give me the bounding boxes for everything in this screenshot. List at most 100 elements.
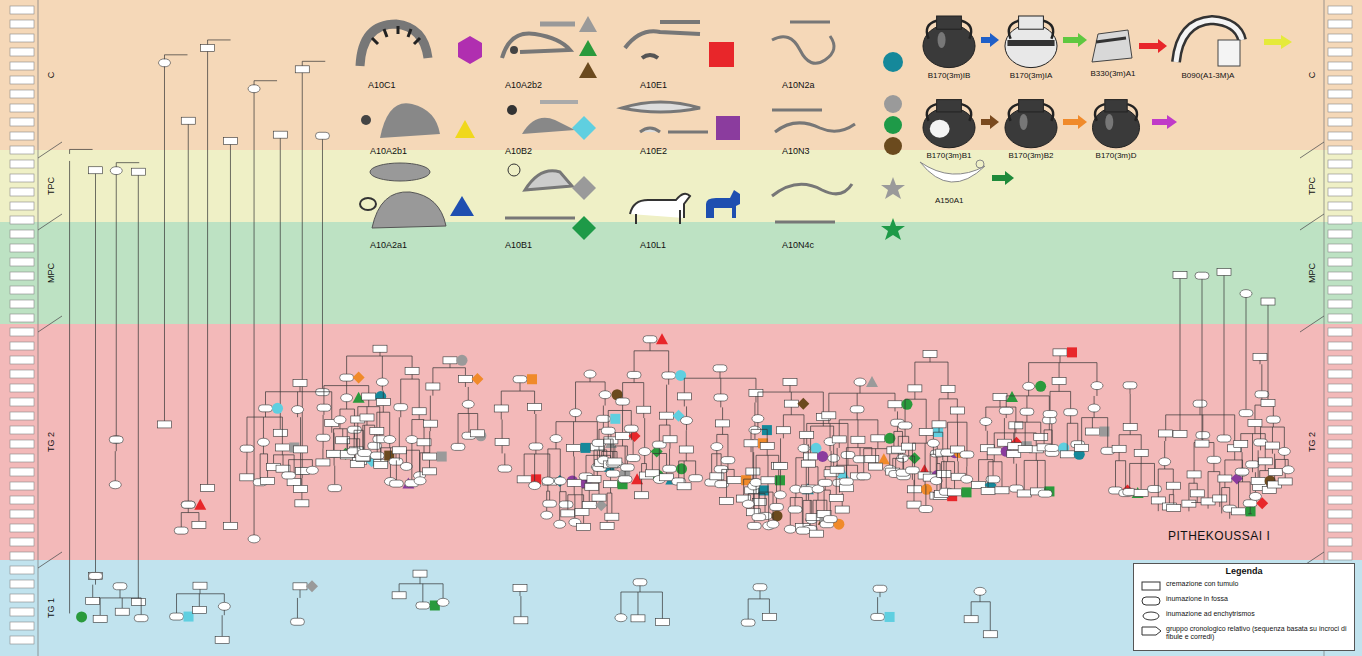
tree-line xyxy=(620,592,621,614)
tree-line xyxy=(547,484,548,491)
tree-line xyxy=(1040,422,1041,433)
vessel-drawing xyxy=(918,10,980,70)
tree-line xyxy=(1006,395,1049,396)
tree-line xyxy=(1229,512,1230,519)
triangle-symbol xyxy=(579,62,597,78)
tomb-box xyxy=(1239,410,1253,417)
tree-line xyxy=(926,436,927,444)
tree-line xyxy=(412,356,413,367)
tree-line xyxy=(605,398,606,405)
tree-line xyxy=(1059,363,1060,378)
tree-line xyxy=(987,431,988,445)
period-band: CCB170(3m)IBB170(3m)IAB330(3m)A1B090(A1-… xyxy=(0,0,1362,150)
tree-line xyxy=(312,460,313,467)
tree-line xyxy=(575,416,576,421)
tree-line xyxy=(598,446,599,450)
tree-line xyxy=(432,368,433,383)
tree-line xyxy=(780,438,781,462)
tomb-box xyxy=(681,417,693,425)
horse-fibula-drawing xyxy=(630,194,690,224)
tree-line xyxy=(1107,418,1108,448)
fibula-section xyxy=(642,55,658,58)
triangle-symbol xyxy=(450,196,474,216)
axis-tick xyxy=(10,202,34,210)
axis-tick xyxy=(1328,552,1352,560)
tree-line xyxy=(939,398,957,399)
tree-line xyxy=(1288,459,1289,466)
tree-line xyxy=(468,387,469,401)
tomb-box xyxy=(261,477,275,484)
sample-box xyxy=(1142,627,1161,635)
tree-line xyxy=(383,406,384,413)
tree-line xyxy=(1169,495,1170,503)
tomb-box xyxy=(961,475,973,483)
tomb-box xyxy=(494,405,508,412)
axis-tick xyxy=(1328,160,1352,168)
tomb-box xyxy=(584,370,596,378)
tomb-box xyxy=(192,607,206,614)
tomb-box xyxy=(677,483,691,490)
tree-line xyxy=(288,460,289,472)
sherd-drawing xyxy=(1092,30,1132,62)
tomb-box xyxy=(414,477,426,485)
tree-line xyxy=(95,174,96,573)
tomb-box xyxy=(437,598,449,606)
tree-line xyxy=(912,443,913,467)
fibula-drawing xyxy=(622,102,708,132)
tree-line xyxy=(1067,423,1078,424)
axis-tick xyxy=(1328,76,1352,84)
tree-line xyxy=(346,386,347,395)
tomb-box xyxy=(394,404,408,411)
tomb-box xyxy=(192,521,206,528)
tree-line xyxy=(1242,476,1243,482)
tree-line xyxy=(560,449,561,478)
fibula-drawing xyxy=(380,103,440,138)
tree-line xyxy=(716,450,717,454)
tree-line xyxy=(857,393,858,406)
fibula-drawing xyxy=(372,192,446,228)
tree-line xyxy=(1169,494,1173,495)
axis-tick xyxy=(10,104,34,112)
tree-line xyxy=(560,485,561,492)
tree-line xyxy=(534,391,535,403)
tomb-box xyxy=(1009,422,1023,429)
tomb-box xyxy=(871,435,885,442)
tree-line xyxy=(790,385,791,392)
flow-arrow xyxy=(1063,115,1087,129)
axis-tick xyxy=(10,510,34,518)
tree-line xyxy=(780,470,781,476)
axis-tick xyxy=(1328,230,1352,238)
tomb-box xyxy=(783,378,797,385)
tomb-box xyxy=(854,378,866,386)
tree-line xyxy=(803,500,812,501)
tomb-box xyxy=(871,613,885,620)
tomb-box xyxy=(937,470,951,477)
tomb-box xyxy=(273,429,287,436)
tomb-box xyxy=(1064,409,1078,416)
tree-line xyxy=(412,419,424,420)
tree-line xyxy=(273,455,274,464)
tomb-box xyxy=(907,501,921,508)
tomb-box xyxy=(570,409,582,417)
tree-line xyxy=(1234,452,1235,460)
axis-tick xyxy=(1328,510,1352,518)
axis-tick xyxy=(1328,286,1352,294)
tomb-box xyxy=(193,582,207,589)
pot-neck xyxy=(1019,16,1044,29)
tree-line xyxy=(942,432,943,449)
tomb-box xyxy=(554,520,566,528)
tomb-box xyxy=(458,375,472,382)
tree-line xyxy=(356,439,357,447)
tree-line xyxy=(808,444,809,460)
tomb-box xyxy=(295,66,309,73)
tree-line xyxy=(610,488,611,493)
tomb-box xyxy=(294,446,308,453)
tomb-box xyxy=(181,117,195,124)
tree-line xyxy=(458,413,459,443)
tree-line xyxy=(905,399,926,400)
tomb-box xyxy=(767,520,779,528)
band-fill xyxy=(0,560,1362,656)
arrow-head xyxy=(990,115,999,129)
tree-line xyxy=(501,391,502,405)
tree-line xyxy=(524,453,550,454)
